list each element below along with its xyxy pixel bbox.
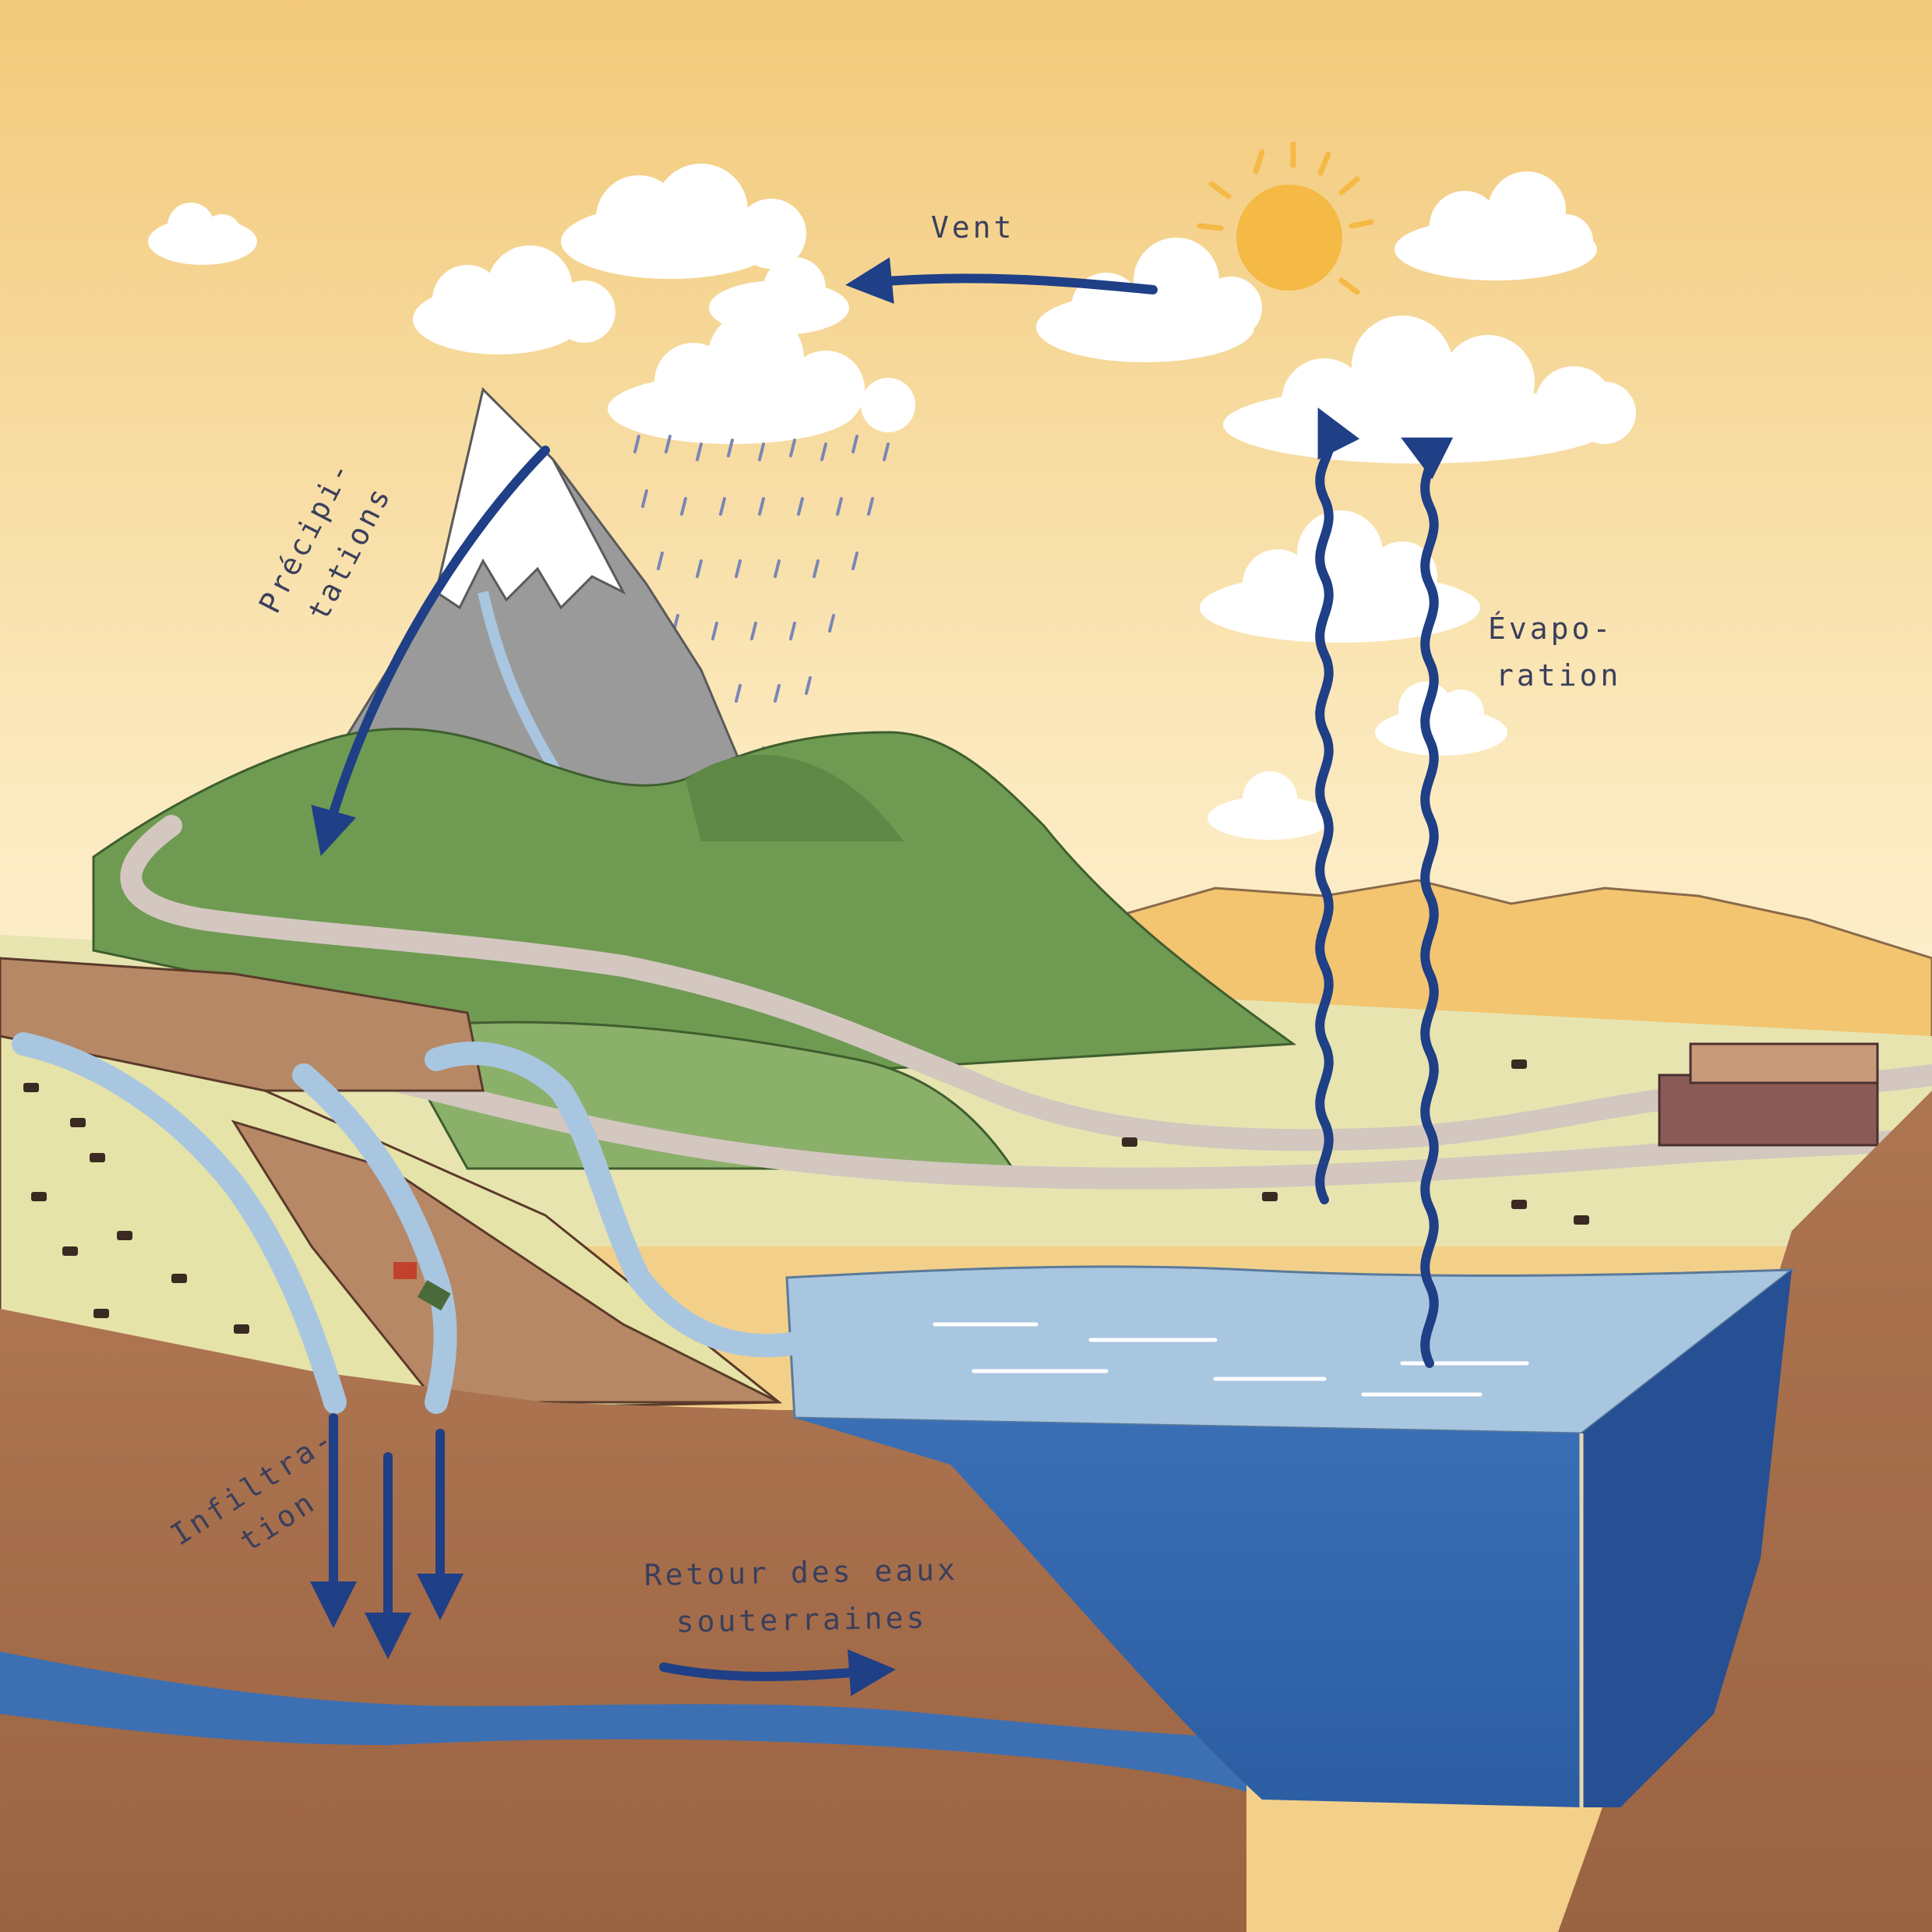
forest xyxy=(92,728,1297,1170)
cloud-icon xyxy=(413,164,915,444)
evaporation-label-line2: ration xyxy=(1496,658,1621,693)
river xyxy=(12,1032,931,1414)
cattle xyxy=(23,1059,1589,1334)
tractor-icon xyxy=(393,1262,451,1311)
groundwater xyxy=(0,1652,1246,1792)
sun-icon xyxy=(1197,141,1374,295)
groundwater-arrow xyxy=(659,1649,896,1697)
wind-arrow xyxy=(845,257,1158,304)
groundwater-label-line1: Retour des eaux xyxy=(643,1553,958,1592)
evaporation-arrow-right xyxy=(1401,437,1454,1368)
village xyxy=(1658,1042,1879,1147)
evaporation-arrow-left xyxy=(1315,407,1360,1204)
wind-label: Vent xyxy=(931,210,1015,245)
cloud-icon xyxy=(148,203,257,265)
cloud-icon xyxy=(1036,171,1597,362)
lake xyxy=(785,1265,1796,1807)
arrows xyxy=(310,257,1454,1697)
precipitation-arrow xyxy=(311,446,550,856)
evaporation-label-line1: Évapo- xyxy=(1488,612,1613,646)
groundwater-label-line2: souterraines xyxy=(675,1600,927,1639)
soil xyxy=(0,1309,1246,1932)
